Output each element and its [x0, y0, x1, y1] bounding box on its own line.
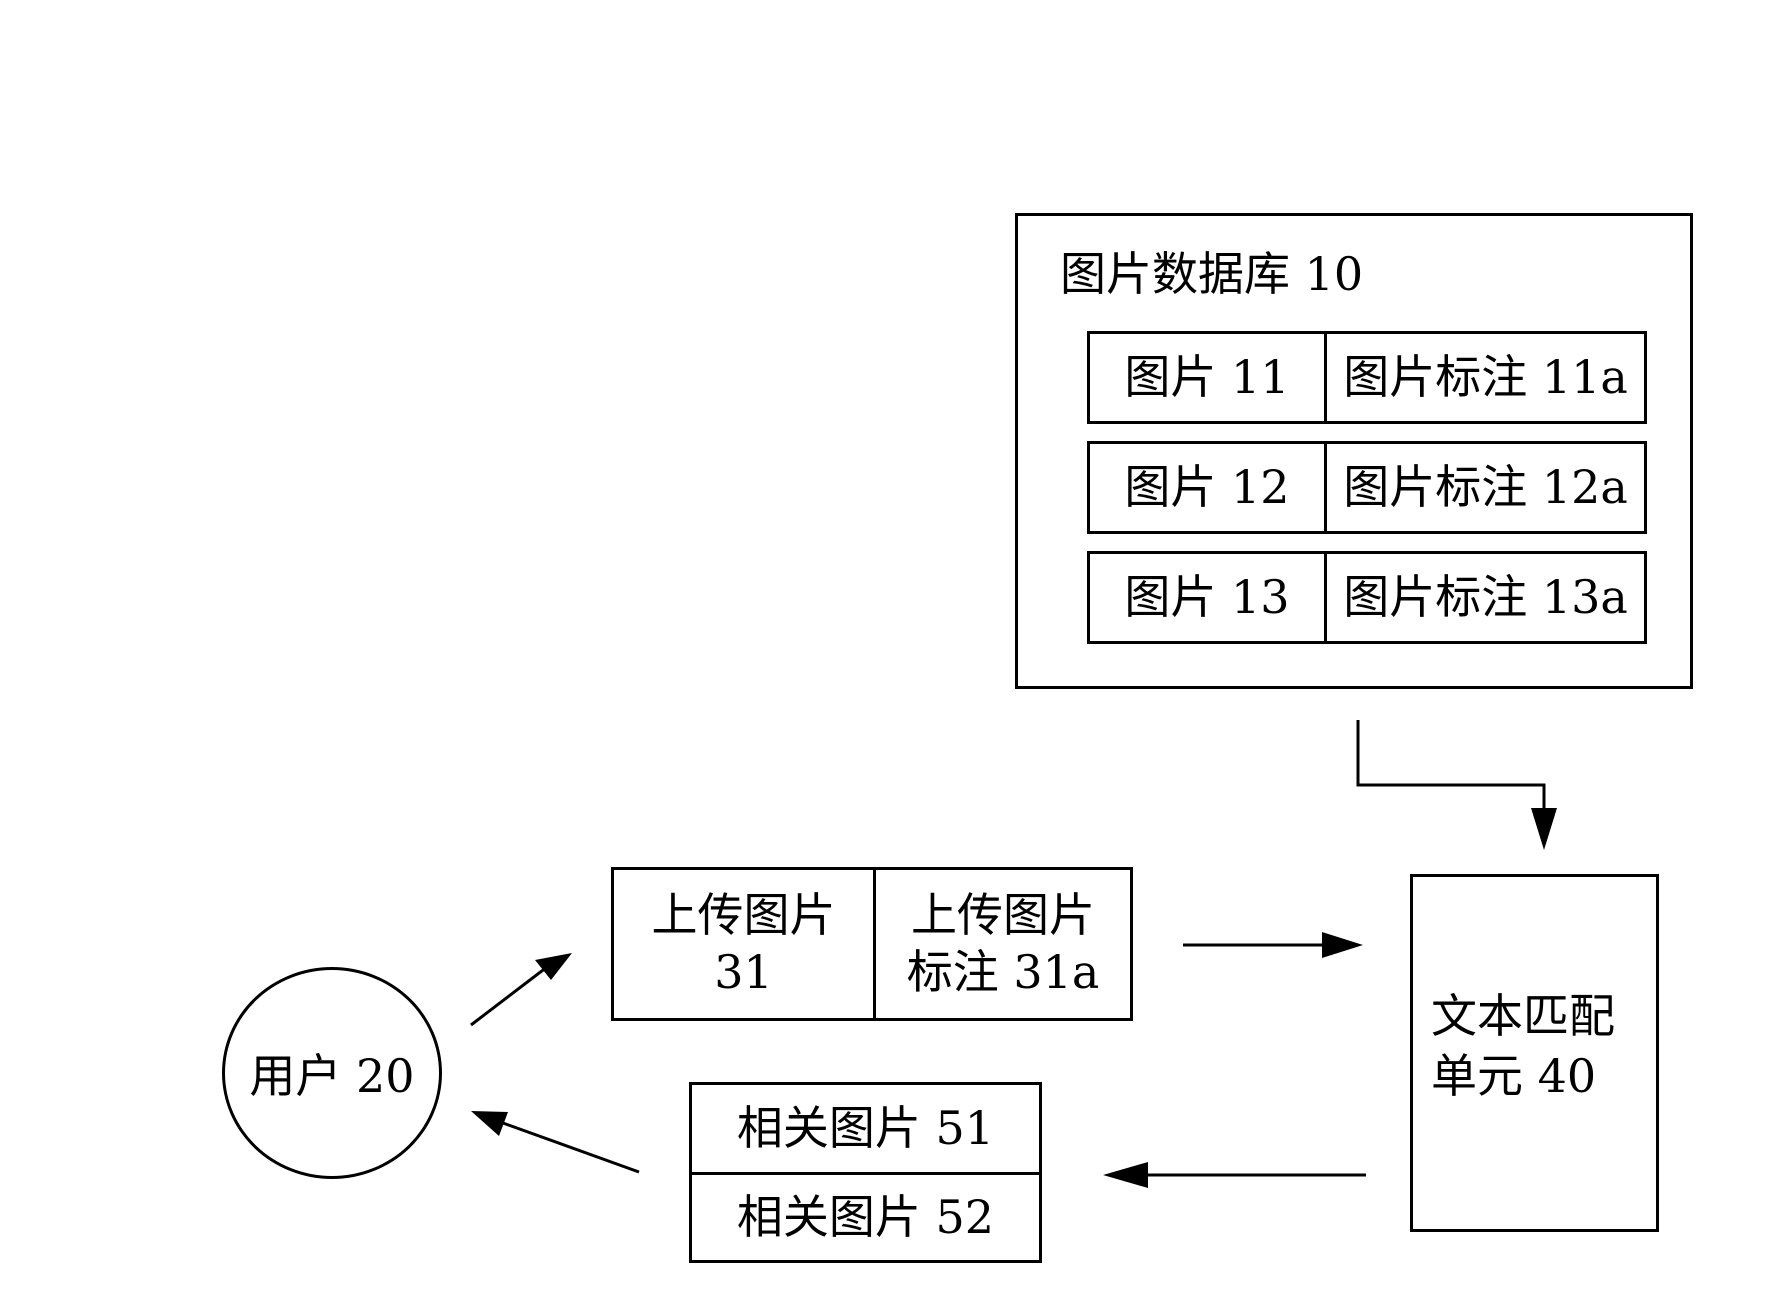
arrow-database-to-matcher	[1358, 720, 1557, 850]
arrow-user-to-upload	[471, 953, 572, 1025]
arrow-matcher-to-related	[1103, 1162, 1366, 1188]
arrow-upload-to-matcher	[1183, 932, 1363, 958]
arrow-related-to-user	[471, 1111, 639, 1172]
